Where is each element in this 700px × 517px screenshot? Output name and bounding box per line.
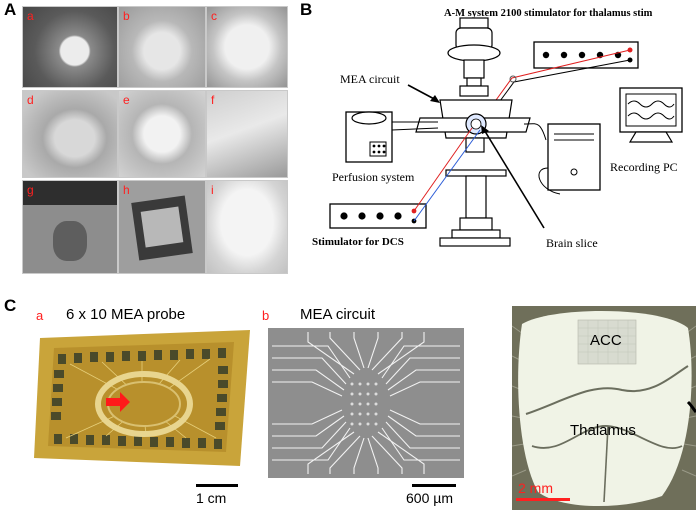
photo-b: b xyxy=(118,6,206,88)
subpanel-label: h xyxy=(123,183,130,197)
brain-slice-label: Brain slice xyxy=(546,236,598,250)
photo-e: e xyxy=(118,90,206,178)
photo-h: h xyxy=(118,180,206,274)
thalamus-stimulator-label: A-M system 2100 stimulator for thalamus … xyxy=(444,8,653,19)
subpanel-label: a xyxy=(27,9,34,23)
subpanel-label: c xyxy=(211,9,217,23)
recording-pc-tower xyxy=(547,123,601,191)
subpanel-label: d xyxy=(27,93,34,107)
photo-d: d xyxy=(22,90,118,178)
panel-b-letter: B xyxy=(300,0,313,19)
mea-circuit-label: MEA circuit xyxy=(340,72,400,86)
subpanel-label: e xyxy=(123,93,130,107)
dcs-stimulator-label: Stimulator for DCS xyxy=(312,236,404,248)
acc-label: ACC xyxy=(590,332,622,349)
recording-pc-label: Recording PC xyxy=(610,160,678,174)
subpanel-label: b xyxy=(123,9,130,23)
slice-scalebar xyxy=(516,498,570,501)
photo-i: i xyxy=(206,180,288,274)
thalamus-label: Thalamus xyxy=(570,422,636,439)
mea-probe-scalebar xyxy=(196,484,238,487)
mea-circuit-scalebar xyxy=(412,484,456,487)
mea-circuit-scale-text: 600 µm xyxy=(406,490,453,506)
thalamus-stimulator-box xyxy=(533,41,639,69)
mea-probe-image xyxy=(34,330,250,466)
mea-probe-scale-text: 1 cm xyxy=(196,490,227,506)
mea-circuit-title: MEA circuit xyxy=(300,306,376,323)
panel-c-b-label: b xyxy=(262,308,270,323)
subpanel-label: g xyxy=(27,183,34,197)
photo-f: f xyxy=(206,90,288,178)
setup-diagram xyxy=(329,17,683,247)
photo-a: a xyxy=(22,6,118,88)
mea-probe-title: 6 x 10 MEA probe xyxy=(66,306,186,323)
panel-c-a-label: a xyxy=(36,308,44,323)
mea-circuit-image xyxy=(268,328,464,478)
brain-slice-photo: ACC Thalamus 2 mm xyxy=(512,306,696,510)
subpanel-label: f xyxy=(211,93,215,107)
photo-c: c xyxy=(206,6,288,88)
panel-c-letter: C xyxy=(4,296,17,315)
slice-scale-text: 2 mm xyxy=(518,480,553,496)
subpanel-label: i xyxy=(211,183,214,197)
perfusion-system-label: Perfusion system xyxy=(332,170,415,184)
photo-g: g xyxy=(22,180,118,274)
panel-a-letter: A xyxy=(4,0,17,19)
